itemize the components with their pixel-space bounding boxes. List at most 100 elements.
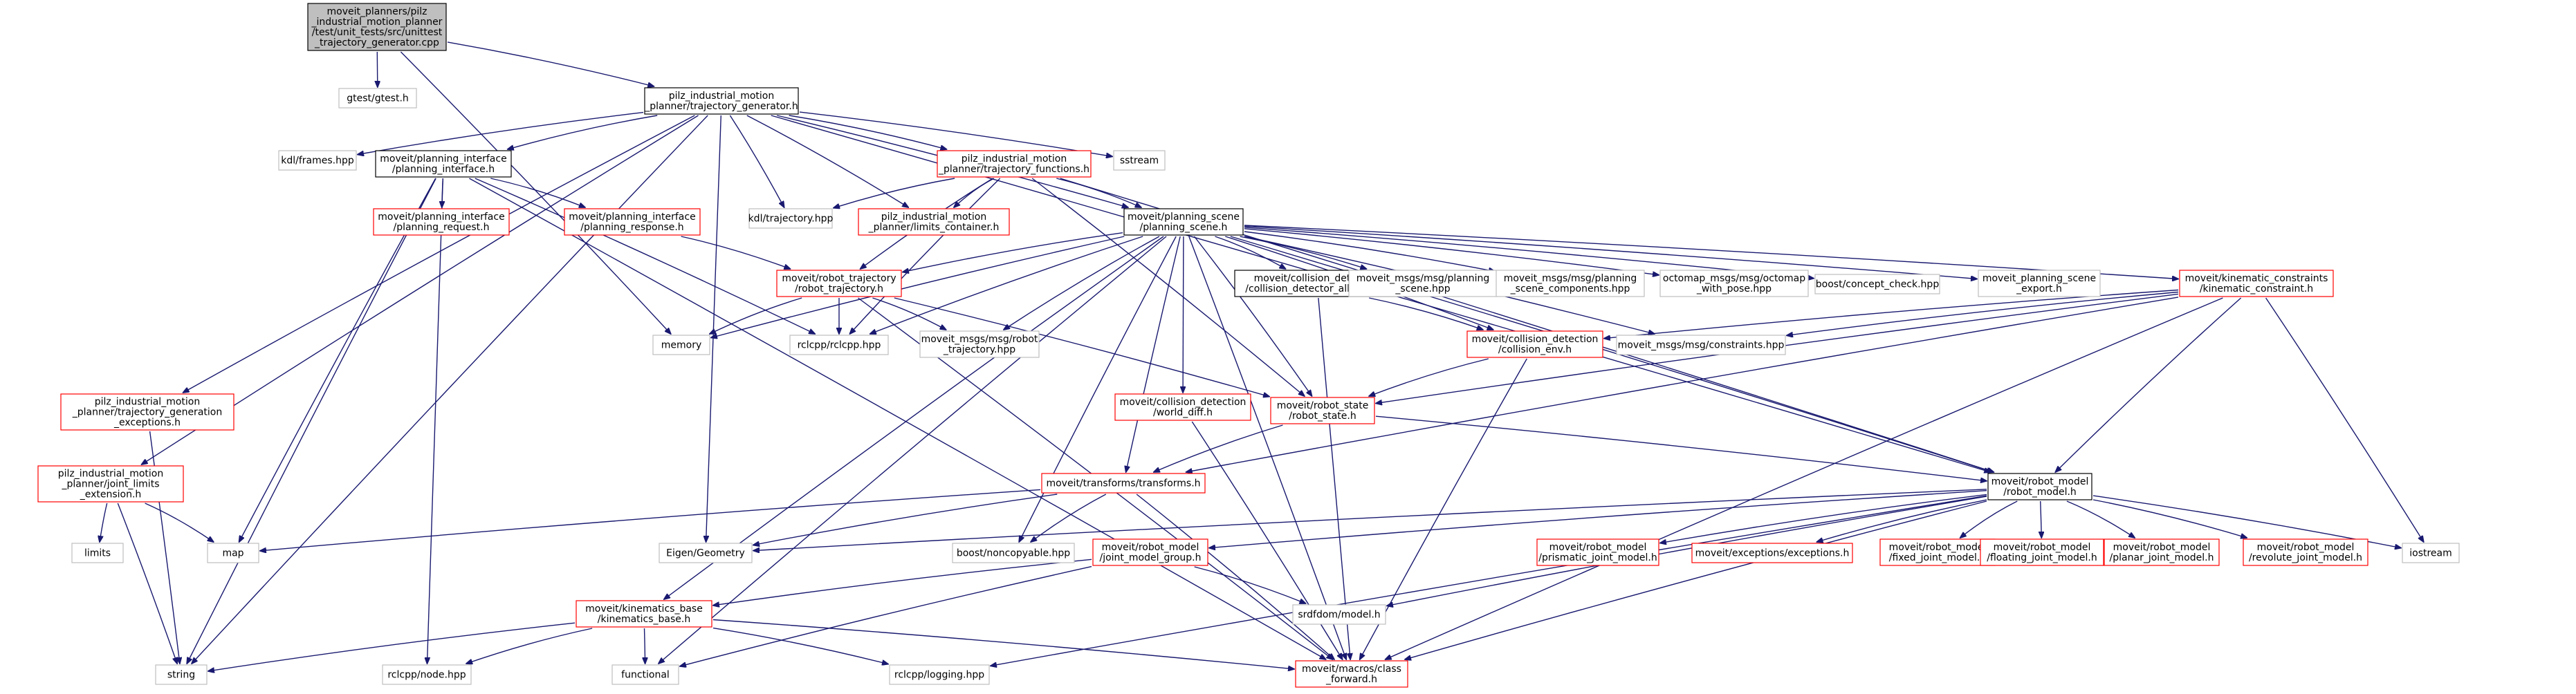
node-label: moveit/planning_interface (380, 153, 506, 165)
node-label: _planner/limits_container.h (868, 222, 1000, 233)
node-box[interactable] (1496, 270, 1645, 297)
node-box[interactable] (611, 664, 679, 685)
node-planar[interactable]: moveit/robot_model/planar_joint_model.h (2104, 538, 2220, 566)
node-box[interactable] (1092, 538, 1208, 566)
node-box[interactable] (2179, 270, 2334, 297)
node-rclcpp[interactable]: rclcpp/rclcpp.hpp (789, 335, 889, 355)
node-robot_state[interactable]: moveit/robot_state/robot_state.h (1270, 397, 1375, 424)
node-root[interactable]: moveit_planners/pilz_industrial_motion_p… (307, 3, 447, 51)
node-box[interactable] (1114, 393, 1251, 421)
node-traj_gen[interactable]: pilz_industrial_motion_planner/trajector… (644, 87, 799, 115)
node-box[interactable] (1980, 538, 2104, 566)
node-label: /revolute_joint_model.h (2249, 552, 2362, 563)
node-planning_interface[interactable]: moveit/planning_interface/planning_inter… (375, 150, 512, 178)
node-functional[interactable]: functional (611, 664, 679, 685)
node-msg_planning_scene[interactable]: moveit_msgs/msg/planning_scene.hpp (1348, 270, 1498, 297)
node-box[interactable] (644, 87, 799, 115)
node-box[interactable] (1536, 538, 1659, 566)
node-joint_limits_ext[interactable]: pilz_industrial_motion_planner/joint_lim… (37, 465, 184, 503)
node-eigen[interactable]: Eigen/Geometry (659, 543, 753, 563)
node-limits[interactable]: limits (71, 543, 124, 563)
node-box[interactable] (37, 465, 184, 503)
node-box[interactable] (1978, 270, 2101, 297)
node-box[interactable] (1466, 330, 1603, 358)
node-box[interactable] (952, 543, 1075, 563)
node-box[interactable] (652, 335, 710, 355)
node-scene_export[interactable]: moveit_planning_scene_export.h (1978, 270, 2101, 297)
node-kdl_traj[interactable]: kdl/trajectory.hpp (748, 208, 834, 229)
node-exceptions[interactable]: moveit/exceptions/exceptions.h (1691, 543, 1853, 563)
node-world_diff[interactable]: moveit/collision_detection/world_diff.h (1114, 393, 1251, 421)
node-robot_model[interactable]: moveit/robot_model/robot_model.h (1987, 473, 2092, 500)
node-kdl_frames[interactable]: kdl/frames.hpp (278, 150, 357, 171)
node-box[interactable] (338, 88, 417, 109)
node-box[interactable] (1659, 270, 1809, 297)
node-box[interactable] (71, 543, 124, 563)
node-box[interactable] (776, 270, 902, 297)
node-kinematics_base[interactable]: moveit/kinematics_base/kinematics_base.h (576, 600, 712, 628)
node-box[interactable] (789, 335, 889, 355)
node-box[interactable] (1616, 335, 1786, 355)
node-string[interactable]: string (155, 664, 208, 685)
node-box[interactable] (576, 600, 712, 628)
node-memory[interactable]: memory (652, 335, 710, 355)
node-sstream[interactable]: sstream (1113, 150, 1166, 171)
node-planning_request[interactable]: moveit/planning_interface/planning_reque… (373, 208, 510, 236)
node-msg_constraints[interactable]: moveit_msgs/msg/constraints.hpp (1616, 335, 1786, 355)
node-box[interactable] (278, 150, 357, 171)
node-box[interactable] (155, 664, 208, 685)
node-box[interactable] (748, 208, 833, 229)
node-gen_exceptions[interactable]: pilz_industrial_motion_planner/trajector… (60, 393, 234, 431)
node-box[interactable] (2104, 538, 2220, 566)
node-box[interactable] (937, 150, 1092, 178)
node-box[interactable] (2243, 538, 2368, 566)
node-noncopyable[interactable]: boost/noncopyable.hpp (952, 543, 1075, 563)
node-box[interactable] (659, 543, 753, 563)
node-box[interactable] (1113, 150, 1166, 171)
node-fixed[interactable]: moveit/robot_model/fixed_joint_model.h (1879, 538, 1996, 566)
node-gtest[interactable]: gtest/gtest.h (338, 88, 417, 109)
node-prismatic[interactable]: moveit/robot_model/prismatic_joint_model… (1536, 538, 1659, 566)
node-box[interactable] (375, 150, 512, 178)
node-box[interactable] (207, 543, 259, 563)
node-box[interactable] (919, 330, 1040, 358)
node-robot_trajectory[interactable]: moveit/robot_trajectory/robot_trajectory… (776, 270, 902, 297)
node-box[interactable] (564, 208, 701, 236)
node-box[interactable] (1987, 473, 2092, 500)
node-collision_env[interactable]: moveit/collision_detection/collision_env… (1466, 330, 1603, 358)
node-box[interactable] (1814, 274, 1940, 294)
node-floating[interactable]: moveit/robot_model/floating_joint_model.… (1980, 538, 2104, 566)
node-concept_check[interactable]: boost/concept_check.hpp (1814, 274, 1940, 294)
node-transforms[interactable]: moveit/transforms/transforms.h (1041, 473, 1206, 494)
node-octomap[interactable]: octomap_msgs/msg/octomap_with_pose.hpp (1659, 270, 1809, 297)
node-traj_functions[interactable]: pilz_industrial_motion_planner/trajector… (937, 150, 1092, 178)
node-joint_model_group[interactable]: moveit/robot_model/joint_model_group.h (1092, 538, 1208, 566)
node-planning_response[interactable]: moveit/planning_interface/planning_respo… (564, 208, 701, 236)
node-box[interactable] (2402, 543, 2460, 563)
node-box[interactable] (1123, 208, 1244, 236)
node-msg_scene_components[interactable]: moveit_msgs/msg/planning_scene_component… (1496, 270, 1645, 297)
node-limits_container[interactable]: pilz_industrial_motion_planner/limits_co… (858, 208, 1010, 236)
node-class_forward[interactable]: moveit/macros/class_forward.h (1295, 660, 1408, 688)
node-box[interactable] (889, 664, 990, 685)
node-box[interactable] (1270, 397, 1375, 424)
node-rclcpp_logging[interactable]: rclcpp/logging.hpp (889, 664, 990, 685)
node-box[interactable] (373, 208, 510, 236)
node-box[interactable] (382, 664, 472, 685)
node-map[interactable]: map (207, 543, 259, 563)
node-msg_robot_traj[interactable]: moveit_msgs/msg/robot_trajectory.hpp (919, 330, 1040, 358)
node-revolute[interactable]: moveit/robot_model/revolute_joint_model.… (2243, 538, 2368, 566)
node-box[interactable] (60, 393, 234, 431)
node-rclcpp_node[interactable]: rclcpp/node.hpp (382, 664, 472, 685)
node-box[interactable] (858, 208, 1010, 236)
node-box[interactable] (307, 3, 447, 51)
node-planning_scene[interactable]: moveit/planning_scene/planning_scene.h (1123, 208, 1244, 236)
node-box[interactable] (1041, 473, 1206, 494)
node-kin_constraint[interactable]: moveit/kinematic_constraints/kinematic_c… (2179, 270, 2334, 297)
node-box[interactable] (1691, 543, 1853, 563)
node-box[interactable] (1295, 660, 1408, 688)
node-srdfdom[interactable]: srdfdom/model.h (1292, 604, 1386, 625)
node-box[interactable] (1292, 604, 1386, 625)
node-box[interactable] (1348, 270, 1498, 297)
node-iostream[interactable]: iostream (2402, 543, 2460, 563)
